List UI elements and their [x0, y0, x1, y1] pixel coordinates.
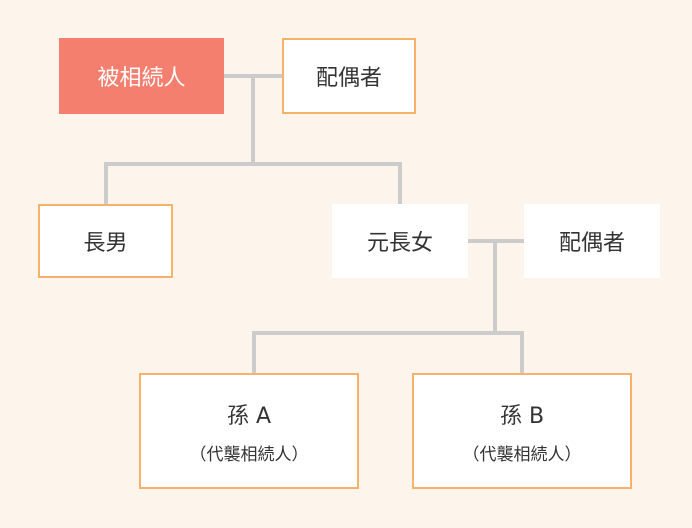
node-label: 長男 — [83, 231, 128, 256]
node-label: 被相続人 — [97, 66, 186, 91]
node-role: （代襲相続人） — [189, 444, 309, 465]
node-spouse: 配偶者 — [282, 38, 416, 114]
node-daughter-spouse: 配偶者 — [524, 204, 660, 278]
node-label: 元長女 — [366, 231, 433, 256]
node-label: 孫 A — [226, 403, 272, 429]
node-role: （代襲相続人） — [462, 444, 582, 465]
node-deceased: 被相続人 — [59, 38, 224, 114]
node-grandchild-a: 孫 A （代襲相続人） — [139, 373, 359, 489]
node-eldest-son: 長男 — [38, 204, 173, 278]
node-label: 孫 B — [499, 403, 545, 429]
node-label: 配偶者 — [558, 231, 625, 256]
node-label: 配偶者 — [315, 66, 382, 91]
node-grandchild-b: 孫 B （代襲相続人） — [412, 373, 632, 489]
node-former-eldest-daughter: 元長女 — [332, 204, 468, 278]
